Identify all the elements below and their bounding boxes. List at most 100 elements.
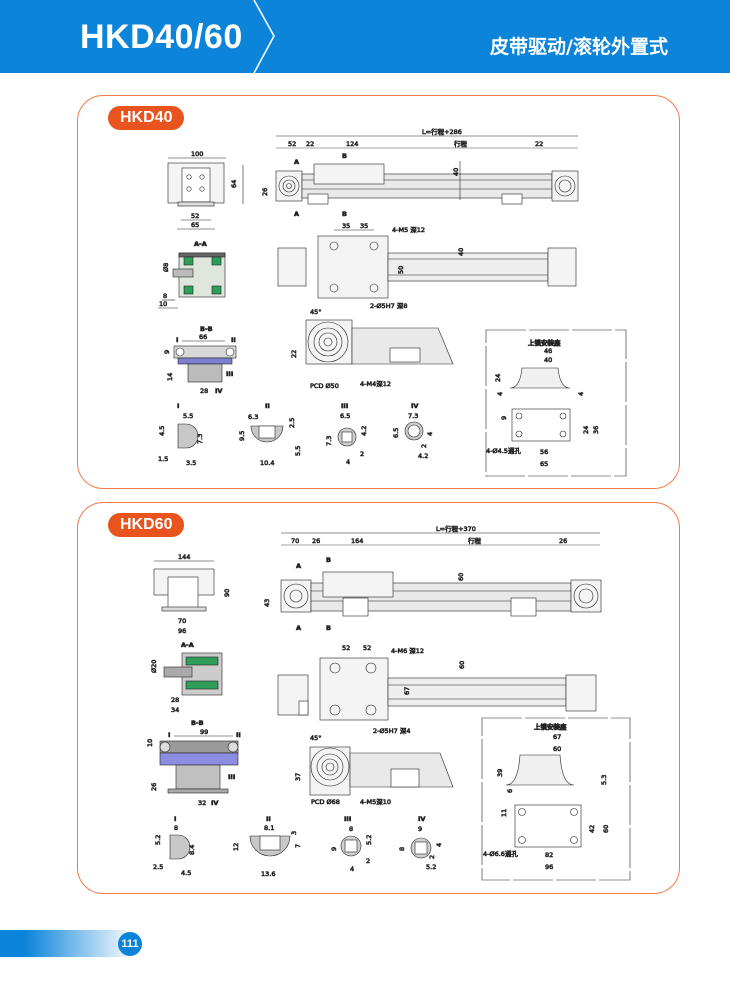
label-bb: B-B xyxy=(191,719,204,727)
note-top-pin: 2-Ø5H7 深8 xyxy=(370,301,407,310)
detail-ii-d: 5.5 xyxy=(294,446,302,456)
dim-top-pitch1: 35 xyxy=(342,222,350,230)
dim-side-gap-right: 26 xyxy=(559,537,567,545)
dim-side-carriage: 164 xyxy=(351,537,363,545)
dim-side-motor: 26 xyxy=(261,188,269,196)
detail-iii-a: 6.5 xyxy=(340,412,350,420)
bracket-w-total: 65 xyxy=(540,460,548,468)
dim-bb-slot: 32 xyxy=(198,799,206,807)
bracket-holes: 4-Ø4.5通孔 xyxy=(486,446,521,455)
label-sec-b-top: B xyxy=(342,152,347,160)
dim-end-width: 100 xyxy=(191,150,203,158)
dim-top-pitch1: 52 xyxy=(342,644,350,652)
dim-bb-slot: 28 xyxy=(200,387,208,395)
dim-aa-d2: 34 xyxy=(171,706,179,714)
chevron-divider-icon xyxy=(253,0,275,73)
dim-motor-height: 22 xyxy=(290,350,298,358)
label-aa: A-A xyxy=(194,240,207,248)
dim-motor-pcd: PCD Ø50 xyxy=(310,382,339,390)
detail-iii-b: 5.2 xyxy=(365,835,373,845)
bracket-w-inner: 40 xyxy=(544,356,552,364)
detail-iii-b: 4.2 xyxy=(360,426,368,436)
detail-i-b: 5.2 xyxy=(154,835,162,845)
page-number: 111 xyxy=(118,932,142,956)
dim-side-gap-left: 26 xyxy=(312,537,320,545)
bracket-t1: 4 xyxy=(496,392,504,396)
bracket-title: 上锁安装座 xyxy=(528,338,561,347)
detail-i-a: 8 xyxy=(174,824,178,832)
dim-end-inner: 70 xyxy=(178,617,186,625)
dim-top-rail: 60 xyxy=(458,661,466,669)
dim-aa-shaft: Ø20 xyxy=(150,660,158,673)
hkd60-badge: HKD60 xyxy=(108,513,185,537)
detail-ii-label: II xyxy=(265,402,270,410)
hkd60-detail-iv: IV 9 8 4 2 5.2 xyxy=(398,815,444,872)
detail-iv-label: IV xyxy=(411,402,418,410)
dim-aa-d1: 28 xyxy=(171,696,179,704)
dim-side-total: L=行程+370 xyxy=(436,524,476,533)
hkd60-top-view: 52 52 4-M6 深12 2-Ø5H7 深4 67 60 xyxy=(277,644,597,735)
bracket-hole-off: 9 xyxy=(500,416,508,420)
marker-iii: III xyxy=(226,370,233,378)
dim-aa-d2: 10 xyxy=(159,300,167,308)
bracket-pitch-v: 24 xyxy=(582,426,590,434)
detail-ii-b: 2.5 xyxy=(288,418,296,428)
label-sec-b-bottom: B xyxy=(342,210,347,218)
label-sec-b-bottom: B xyxy=(326,624,331,632)
dim-side-motor: 43 xyxy=(263,599,271,607)
dim-top-rail: 40 xyxy=(457,248,465,256)
bracket-hole-off: 11 xyxy=(500,809,508,817)
hkd60-section-aa: A-A Ø20 28 34 xyxy=(150,641,223,714)
dim-bb-top: 10 xyxy=(146,739,154,747)
note-motor-tapped: 4-M5深10 xyxy=(360,797,391,806)
detail-i-e: 4.5 xyxy=(181,869,191,877)
label-sec-b-top: B xyxy=(326,556,331,564)
hkd60-detail-ii: II 8.1 3 12 7 13.6 xyxy=(232,815,303,879)
bracket-w-inner: 60 xyxy=(553,745,561,753)
detail-ii-c: 9.5 xyxy=(238,431,246,441)
hkd40-badge: HKD40 xyxy=(108,106,185,130)
detail-i-e: 3.5 xyxy=(186,459,196,467)
dim-motor-height: 37 xyxy=(294,773,302,781)
dim-top-pitch2: 52 xyxy=(363,644,371,652)
hkd40-side-view: L=行程+286 52 22 124 行程 22 40 26 A A B B xyxy=(261,127,579,218)
page-title: HKD40/60 xyxy=(80,18,243,56)
dim-side-stroke: 行程 xyxy=(468,536,482,545)
hkd60-section-bb: B-B 99 10 26 32 I II III IV xyxy=(146,719,241,808)
hkd40-detail-i: I 5.5 4.5 7.3 1.5 3.5 xyxy=(158,402,205,468)
detail-iii-label: III xyxy=(341,402,348,410)
hkd40-detail-iii: III 6.5 4.2 7.3 2 4 xyxy=(325,402,369,467)
dim-side-gap-left: 22 xyxy=(306,140,314,148)
dim-top-width: 67 xyxy=(403,687,411,695)
bracket-t2: 5.3 xyxy=(600,775,608,785)
detail-i-b: 4.5 xyxy=(158,426,166,436)
detail-iv-c: 4 xyxy=(435,843,443,847)
detail-i-c: 8.4 xyxy=(188,845,196,855)
detail-ii-a: 6.3 xyxy=(248,413,258,421)
footer-gradient-bar xyxy=(0,930,125,957)
dim-aa-shaft: Ø8 xyxy=(162,263,170,272)
marker-ii: II xyxy=(236,731,241,739)
detail-iv-c: 4 xyxy=(426,432,434,436)
detail-iv-a: 7.3 xyxy=(408,412,418,420)
detail-iii-c: 7.3 xyxy=(325,436,333,446)
hkd60-end-view: 144 90 70 96 xyxy=(153,553,231,635)
detail-iv-a: 9 xyxy=(418,825,422,833)
dim-bb-width: 66 xyxy=(199,333,207,341)
dim-side-total: L=行程+286 xyxy=(422,127,462,136)
detail-i-label: I xyxy=(177,402,179,410)
detail-iii-a: 8 xyxy=(349,825,353,833)
dim-end-width: 144 xyxy=(178,553,190,561)
dim-end-height: 90 xyxy=(223,589,231,597)
dim-side-height: 40 xyxy=(452,168,460,176)
hkd60-bracket: 上锁安装座 67 60 39 6 5.3 11 42 60 4-Ø6.6通孔 8… xyxy=(481,717,631,881)
hkd40-detail-iv: IV 7.3 6.5 4 2 4.2 xyxy=(392,402,435,461)
marker-i: I xyxy=(176,336,178,344)
detail-ii-e: 13.6 xyxy=(261,870,275,878)
detail-iv-d: 2 xyxy=(420,444,428,448)
detail-ii-label: II xyxy=(266,815,271,823)
bracket-h: 39 xyxy=(496,769,504,777)
bracket-holes: 4-Ø6.6通孔 xyxy=(483,849,518,858)
dim-motor-pcd: PCD Ø68 xyxy=(311,798,340,806)
dim-motor-angle: 45° xyxy=(310,734,322,742)
